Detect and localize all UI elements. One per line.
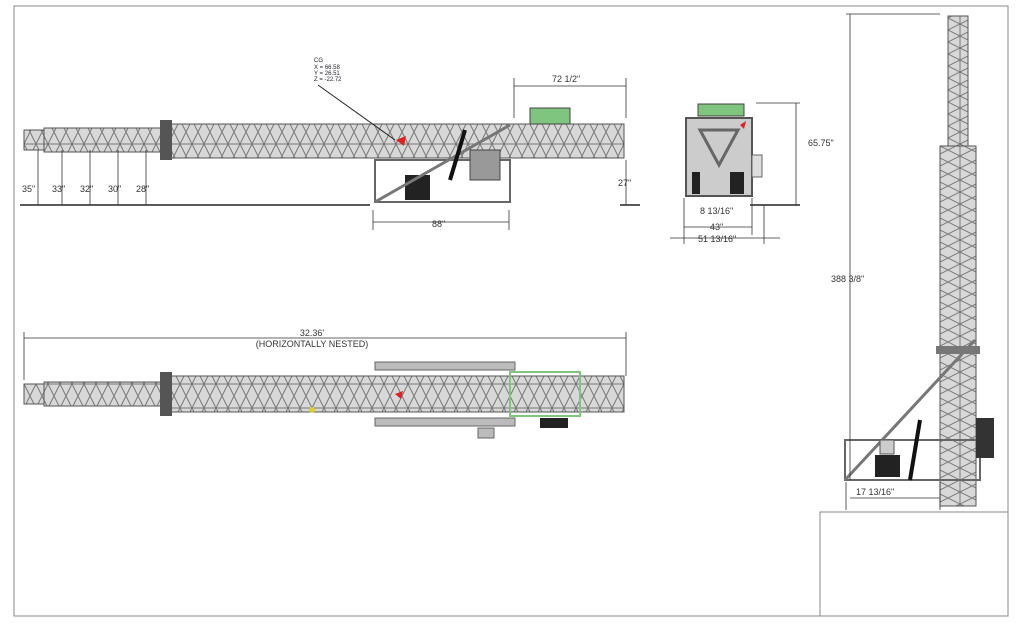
title-block	[819, 511, 1009, 617]
height-label-5: 28"	[136, 184, 149, 194]
height-label-1: 35"	[22, 184, 35, 194]
end-offset-label: 8 13/16"	[700, 206, 733, 216]
end-width-label: 43"	[710, 222, 723, 232]
end-overall-width-label: 51 13/16"	[698, 234, 736, 244]
vertical-height-label: 388 3/8"	[831, 274, 864, 284]
side-view: CG X = 66.58 Y = 26.51 Z = -22.72 35" 33…	[20, 58, 640, 230]
head-length-label: 72 1/2"	[552, 74, 580, 84]
cg-title: CG	[314, 58, 323, 64]
vertical-base-label: 17 13/16"	[856, 487, 894, 497]
end-height-label: 65.75"	[808, 138, 834, 148]
sheet-border	[13, 5, 1009, 617]
top-note-label: (HORIZONTALLY NESTED)	[256, 339, 369, 349]
vertical-view: 388 3/8" 17 13/16"	[831, 13, 994, 510]
height-label-4: 30"	[108, 184, 121, 194]
cg-y: Y = 26.51	[314, 71, 340, 77]
end-view: 65.75" 8 13/16" 43" 51 13/16"	[670, 102, 834, 244]
tail-height-label: 27"	[618, 178, 631, 188]
top-view: 32.36' (HORIZONTALLY NESTED)	[23, 328, 627, 439]
top-length-label: 32.36'	[300, 328, 325, 338]
height-label-3: 32"	[80, 184, 93, 194]
height-label-2: 33"	[52, 184, 65, 194]
cg-z: Z = -22.72	[314, 77, 342, 83]
base-length-label: 88"	[432, 219, 445, 229]
cg-x: X = 66.58	[314, 65, 341, 71]
